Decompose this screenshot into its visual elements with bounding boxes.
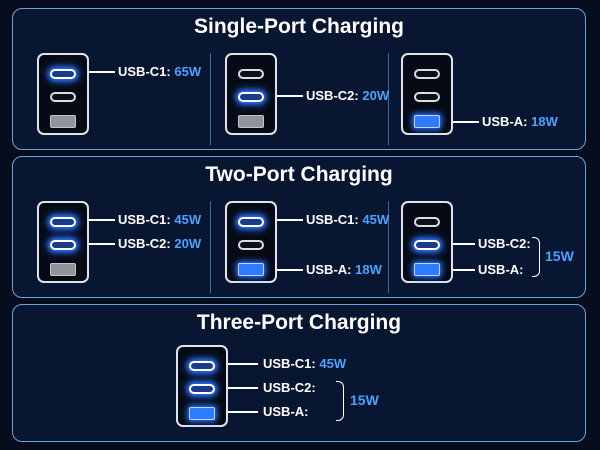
- two-port-panel: Two-Port Charging USB-C1: 45W USB-C2: 20…: [12, 156, 586, 298]
- connector-line: [228, 387, 258, 389]
- usb-a-port: [50, 115, 76, 128]
- shared-wattage: 15W: [350, 392, 379, 408]
- charger-c2-a-active: [401, 201, 453, 283]
- usb-a-port-active: [414, 115, 440, 128]
- usb-a-port-active: [189, 407, 215, 420]
- usb-c1-wattage: 45W: [319, 356, 347, 371]
- two-port-title: Two-Port Charging: [205, 163, 393, 186]
- charger-c2-active: [225, 53, 277, 135]
- usb-c1-label: USB-C1: 45W: [306, 212, 390, 227]
- usb-c2-port-active: [189, 384, 215, 394]
- divider: [388, 53, 389, 145]
- connector-line: [277, 219, 303, 221]
- usb-c2-label: USB-C2:: [263, 380, 316, 395]
- usb-a-wattage: 18W: [531, 114, 558, 129]
- single-port-title: Single-Port Charging: [194, 15, 404, 38]
- usb-c2-port: [50, 92, 76, 102]
- connector-line: [89, 243, 115, 245]
- usb-c1-port-active: [50, 69, 76, 79]
- usb-a-port-active: [414, 263, 440, 276]
- divider: [210, 53, 211, 145]
- charger-all-active: [176, 345, 228, 427]
- usb-c1-port-active: [189, 361, 215, 371]
- usb-c2-wattage: 20W: [174, 236, 202, 251]
- usb-c1-label: USB-C1: 65W: [118, 64, 202, 79]
- three-port-title: Three-Port Charging: [196, 311, 402, 334]
- usb-c1-label: USB-C1: 45W: [263, 356, 347, 371]
- usb-a-port: [50, 263, 76, 276]
- connector-line: [277, 269, 303, 271]
- usb-c2-port-active: [238, 92, 264, 102]
- charger-a-active: [401, 53, 453, 135]
- usb-c1-port-active: [238, 217, 264, 227]
- usb-c1-port: [238, 69, 264, 79]
- connector-line: [453, 121, 479, 123]
- charger-c1-c2-active: [37, 201, 89, 283]
- connector-line: [228, 363, 258, 365]
- charger-c1-a-active: [225, 201, 277, 283]
- usb-a-wattage: 18W: [355, 262, 382, 277]
- divider: [388, 201, 389, 293]
- usb-c2-label: USB-C2: 20W: [118, 236, 202, 251]
- connector-line: [89, 219, 115, 221]
- connector-line: [228, 411, 258, 413]
- single-port-panel: Single-Port Charging USB-C1: 65W USB-C2:…: [12, 8, 586, 150]
- shared-power-bracket: [336, 381, 344, 421]
- usb-c1-port-active: [50, 217, 76, 227]
- usb-c1-port: [414, 217, 440, 227]
- usb-a-port-active: [238, 263, 264, 276]
- three-port-panel: Three-Port Charging USB-C1: 45W USB-C2: …: [12, 304, 586, 442]
- usb-c1-wattage: 65W: [174, 64, 202, 79]
- usb-a-label: USB-A:: [478, 262, 524, 277]
- usb-c1-label: USB-C1: 45W: [118, 212, 202, 227]
- connector-line: [453, 243, 475, 245]
- usb-c2-port: [414, 92, 440, 102]
- divider: [210, 201, 211, 293]
- usb-c1-wattage: 45W: [362, 212, 390, 227]
- usb-c2-label: USB-C2: 20W: [306, 88, 390, 103]
- usb-c1-wattage: 45W: [174, 212, 202, 227]
- usb-c2-port-active: [50, 240, 76, 250]
- shared-wattage: 15W: [545, 248, 574, 264]
- usb-c2-port-active: [414, 240, 440, 250]
- usb-a-port: [238, 115, 264, 128]
- usb-c2-wattage: 20W: [362, 88, 390, 103]
- charger-c1-active: [37, 53, 89, 135]
- usb-c2-port: [238, 240, 264, 250]
- usb-c1-port: [414, 69, 440, 79]
- connector-line: [453, 269, 475, 271]
- usb-a-label: USB-A: 18W: [482, 114, 558, 129]
- usb-a-label: USB-A: 18W: [306, 262, 382, 277]
- usb-c2-label: USB-C2:: [478, 236, 531, 251]
- connector-line: [277, 95, 303, 97]
- shared-power-bracket: [532, 237, 540, 277]
- connector-line: [89, 71, 115, 73]
- usb-a-label: USB-A:: [263, 404, 309, 419]
